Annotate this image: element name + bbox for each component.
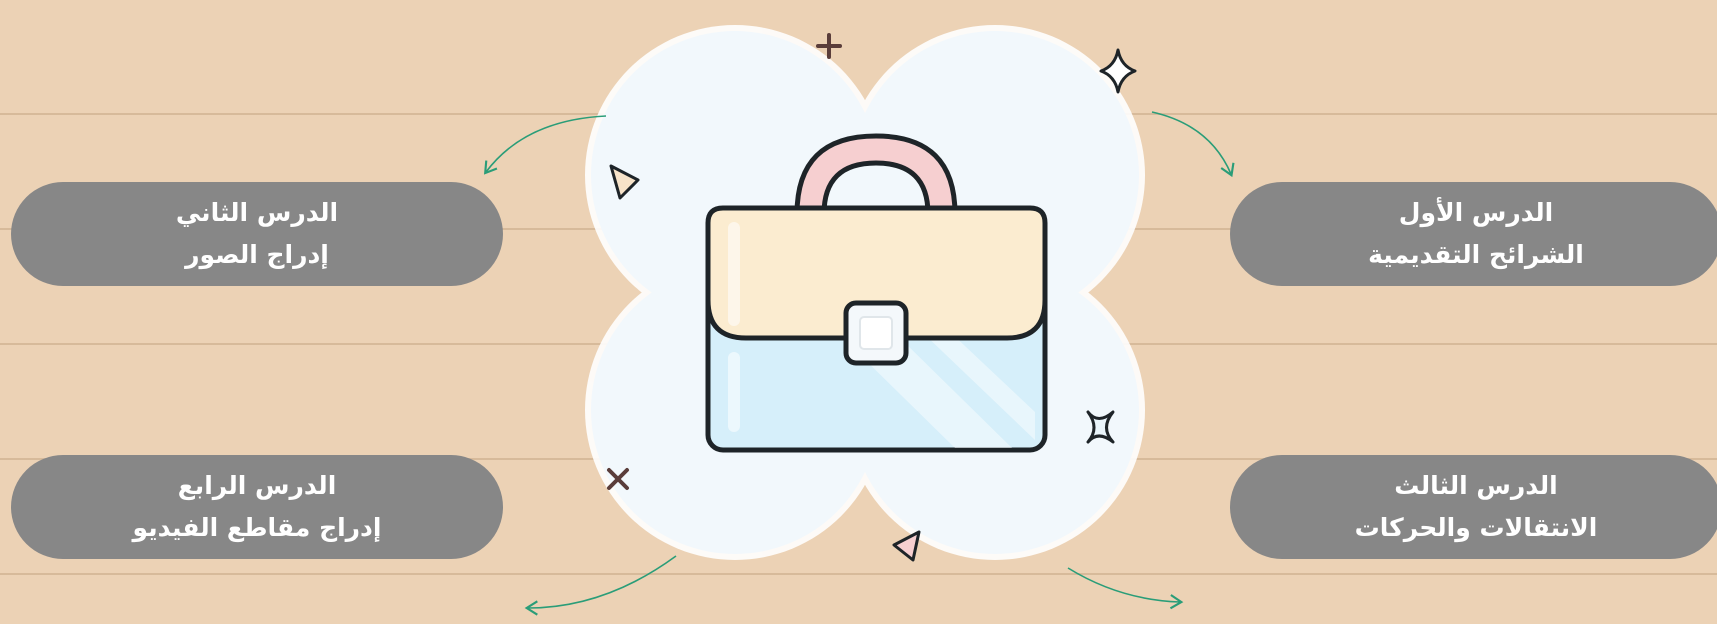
arrow-top-right (1152, 112, 1231, 174)
lesson-4-subtitle: إدراج مقاطع الفيديو (133, 507, 382, 549)
triangle-icon (894, 532, 919, 560)
lesson-1-subtitle: الشرائح التقديمية (1368, 234, 1584, 276)
lesson-3-card[interactable]: الدرس الثالث الانتقالات والحركات (1230, 455, 1717, 559)
lesson-2-subtitle: إدراج الصور (185, 234, 329, 276)
lesson-3-title: الدرس الثالث (1394, 465, 1557, 507)
arrow-bottom-right (1068, 568, 1180, 602)
lesson-2-card[interactable]: الدرس الثاني إدراج الصور (11, 182, 503, 286)
lesson-1-title: الدرس الأول (1399, 192, 1553, 234)
lesson-4-card[interactable]: الدرس الرابع إدراج مقاطع الفيديو (11, 455, 503, 559)
arrow-bottom-left (528, 556, 676, 608)
lesson-1-card[interactable]: الدرس الأول الشرائح التقديمية (1230, 182, 1717, 286)
lesson-3-subtitle: الانتقالات والحركات (1355, 507, 1598, 549)
lesson-4-title: الدرس الرابع (178, 465, 337, 507)
lesson-2-title: الدرس الثاني (176, 192, 338, 234)
